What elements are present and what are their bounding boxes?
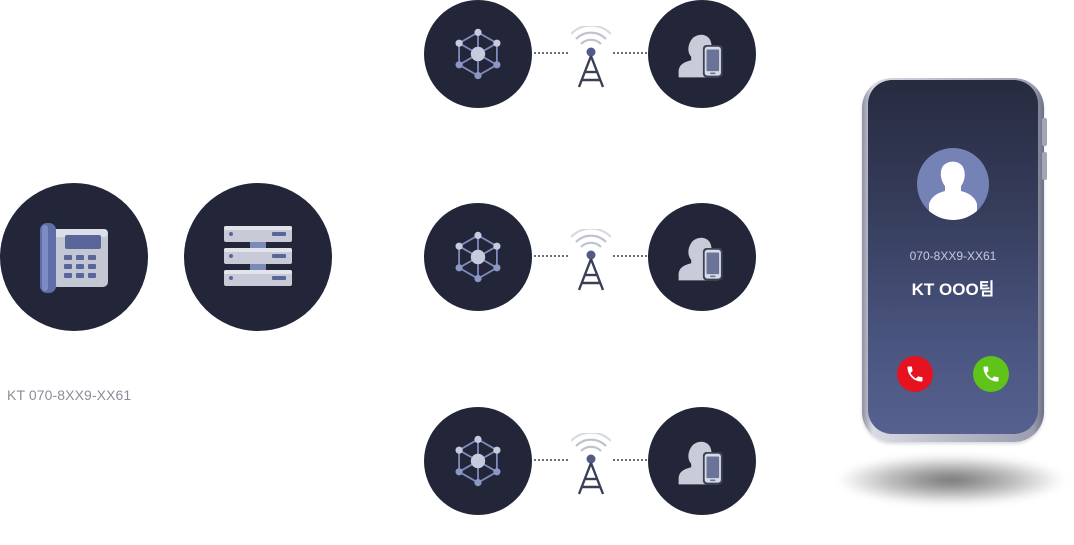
server-circle [184,183,332,331]
avatar [917,148,989,220]
network-node-icon [451,230,505,284]
decline-call-button[interactable] [897,356,933,392]
desk-phone-icon [40,223,108,293]
connection-line [613,459,647,461]
network-circle-3 [424,407,532,515]
mobile-user-circle-3 [648,407,756,515]
connection-line [534,52,568,54]
server-icon [224,226,292,286]
caller-number-label: KT 070-8XX9-XX61 [7,387,132,403]
connection-line [534,459,568,461]
incoming-number: 070-8XX9-XX61 [909,249,997,263]
mobile-user-icon [675,27,729,81]
mobile-user-icon [675,434,729,488]
accept-call-icon [983,366,999,382]
phone-shadow [836,455,1066,505]
connection-line [613,52,647,54]
network-circle-2 [424,203,532,311]
phone-screen: 070-8XX9-XX61 KT OOO팀 [868,80,1038,434]
connection-line [613,255,647,257]
decline-call-icon [907,366,923,382]
cell-tower-icon [571,433,611,495]
network-node-icon [451,27,505,81]
cell-tower-icon [571,26,611,88]
phone-side-button [1042,152,1047,180]
mobile-user-circle-1 [648,0,756,108]
accept-call-button[interactable] [973,356,1009,392]
network-node-icon [451,434,505,488]
network-circle-1 [424,0,532,108]
connection-line [534,255,568,257]
mobile-user-icon [675,230,729,284]
person-icon [929,161,977,220]
desk-phone-circle [0,183,148,331]
mobile-user-circle-2 [648,203,756,311]
cell-tower-icon [571,229,611,291]
phone-side-button [1042,118,1047,146]
caller-name: KT OOO팀 [911,280,995,299]
